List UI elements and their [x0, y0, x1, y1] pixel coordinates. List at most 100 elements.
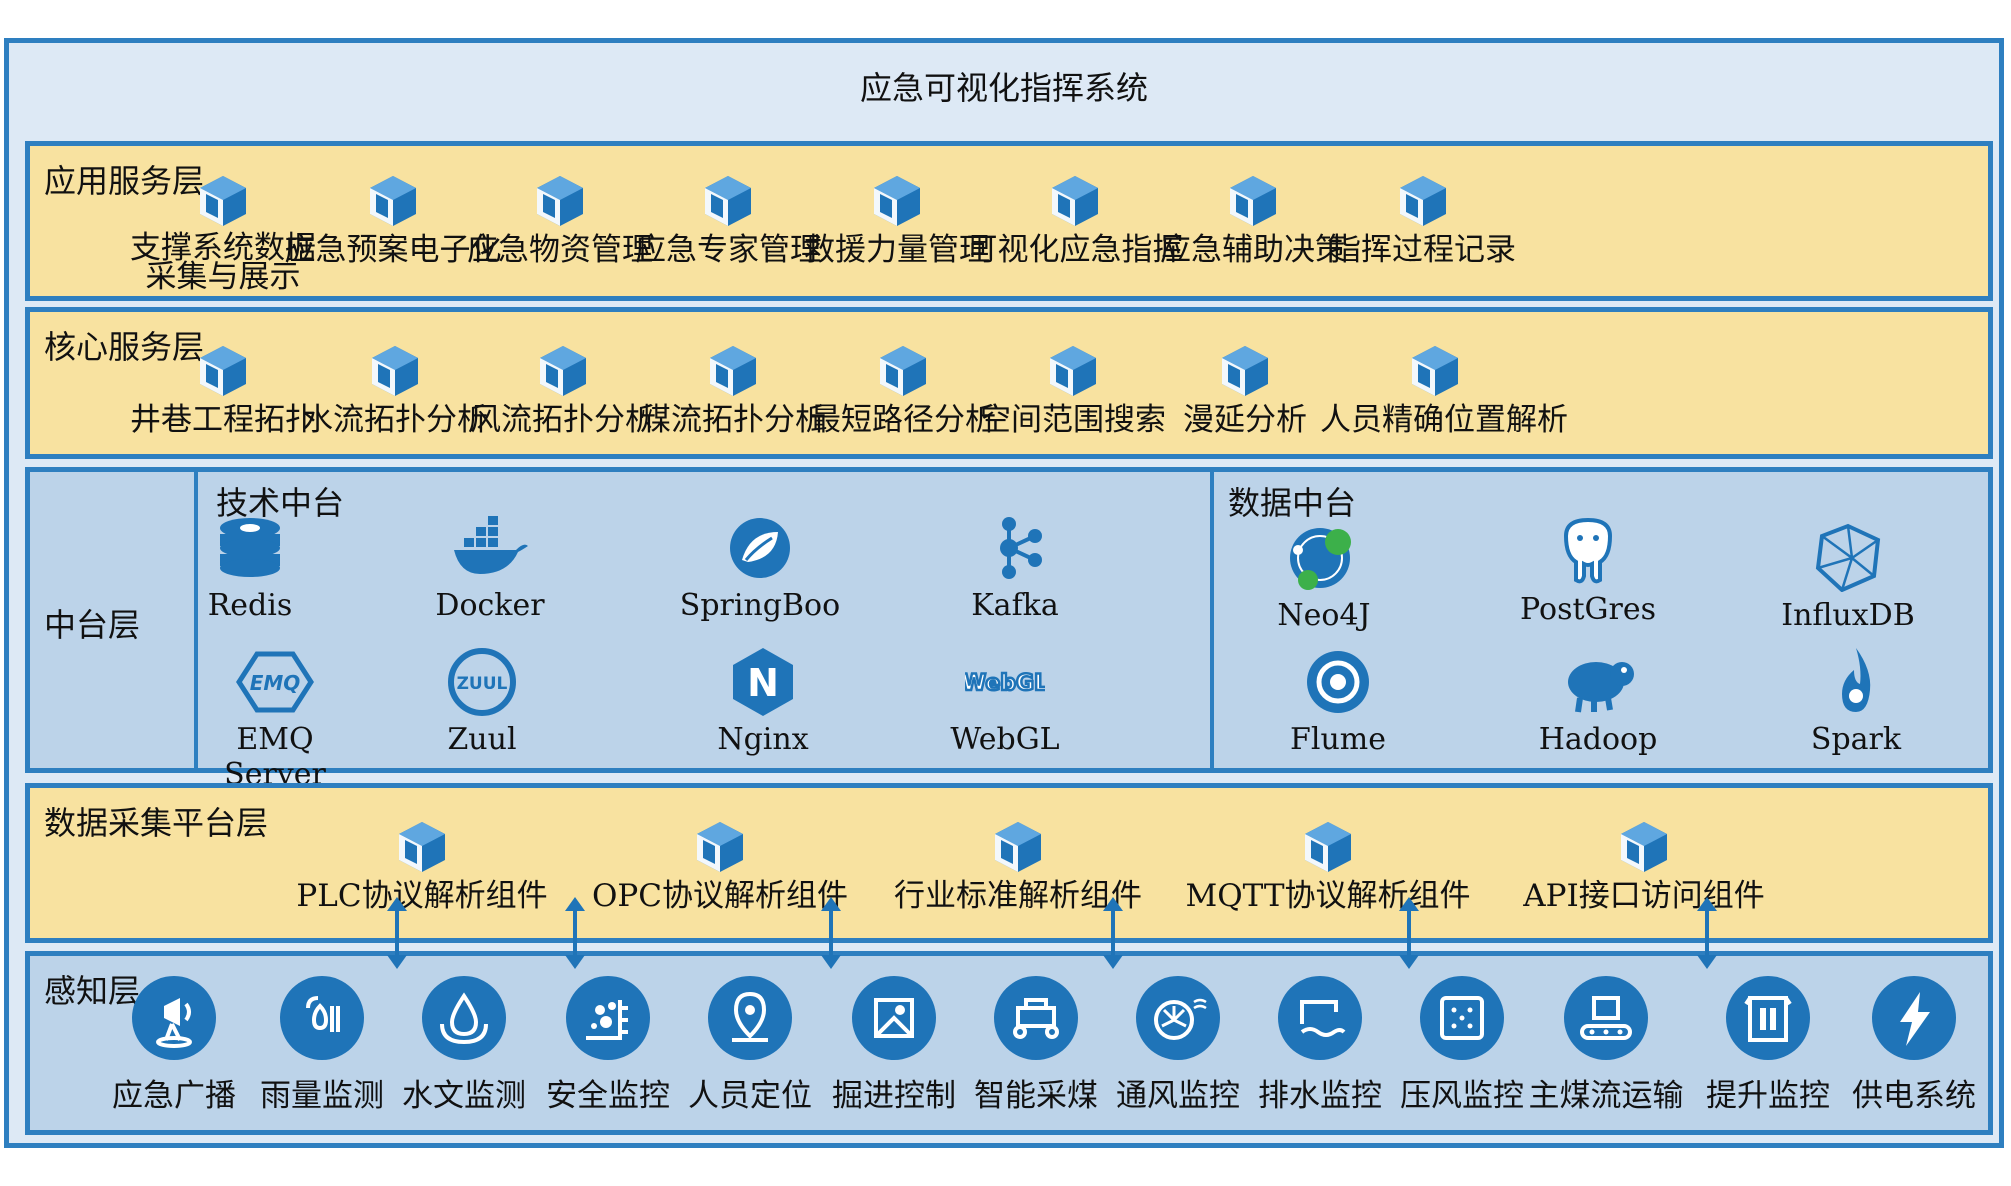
perception-item: 压风监控 [1392, 976, 1532, 1115]
tech-item-label: WebGL [950, 722, 1060, 757]
zuul-icon: ZUUL [448, 648, 516, 716]
data-collection-layer: 数据采集平台层 PLC协议解析组件 OPC协议解析组件 行业标准解析组件 MQTT协议… [25, 783, 1993, 943]
perception-item-label: 提升监控 [1706, 1078, 1830, 1114]
cube-icon [1621, 822, 1667, 872]
cube-icon [372, 346, 418, 396]
perception-item-label: 人员定位 [688, 1078, 812, 1114]
cube-icon [399, 822, 445, 872]
postgres-icon [1563, 517, 1613, 584]
middle-layer-label-cell: 中台层 [30, 472, 198, 768]
layer-title: 数据采集平台层 [44, 804, 269, 842]
app-service-label: 应急专家管理 [635, 232, 821, 268]
perception-item-label: 排水监控 [1258, 1078, 1382, 1114]
perception-item-label: 雨量监测 [260, 1078, 384, 1114]
core-service-label: 最短路径分析 [810, 402, 996, 438]
water-icon [422, 976, 506, 1060]
cube-icon [200, 346, 246, 396]
collection-component-item: API接口访问组件 [1494, 820, 1794, 913]
core-service-item: 风流拓扑分析 [448, 344, 678, 437]
spring-icon [730, 518, 790, 578]
kafka-tech-item: Kafka [925, 512, 1105, 623]
docker-icon [454, 516, 528, 574]
data-item-label: Spark [1810, 722, 1902, 757]
cube-icon [705, 176, 751, 226]
perception-item-label: 供电系统 [1852, 1078, 1976, 1114]
collection-component-label: PLC协议解析组件 [296, 878, 548, 914]
tech-item-label: Docker [435, 588, 545, 623]
perception-item: 掘进控制 [824, 976, 964, 1115]
kafka-icon [1000, 517, 1042, 579]
collection-component-label: MQTT协议解析组件 [1185, 878, 1471, 914]
drainage-icon [1278, 976, 1362, 1060]
perception-item: 供电系统 [1844, 976, 1984, 1115]
app-service-item: 支撑系统数据 采集与展示 [108, 174, 338, 293]
collection-component-item: PLC协议解析组件 [272, 820, 572, 913]
bidirectional-arrow [563, 897, 587, 969]
data-platform-title: 数据中台 [1228, 484, 1357, 522]
cube-icon [874, 176, 920, 226]
app-service-item: 可视化应急指挥 [960, 174, 1190, 267]
perception-item-label: 水文监测 [402, 1078, 526, 1114]
lightning-icon [1872, 976, 1956, 1060]
core-service-item: 人员精确位置解析 [1320, 344, 1568, 437]
app-service-label: 可视化应急指挥 [966, 232, 1184, 268]
tech-item-label: SpringBoo [679, 588, 841, 623]
conveyor-icon [1564, 976, 1648, 1060]
perception-item-label: 掘进控制 [832, 1078, 956, 1114]
app-service-label: 应急物资管理 [467, 232, 653, 268]
system-title: 应急可视化指挥系统 [859, 69, 1148, 107]
data-item-label: InfluxDB [1781, 598, 1915, 633]
redis-tech-item: Redis [160, 512, 340, 623]
broadcast-icon [132, 976, 216, 1060]
core-service-item: 煤流拓扑分析 [618, 344, 848, 437]
perception-item: 智能采煤 [966, 976, 1106, 1115]
cube-icon [1305, 822, 1351, 872]
hoist-icon [1726, 976, 1810, 1060]
location-pin-icon [708, 976, 792, 1060]
flume-icon [1307, 651, 1369, 713]
collection-component-item: 行业标准解析组件 [868, 820, 1168, 913]
collection-component-label: 行业标准解析组件 [894, 878, 1142, 914]
app-service-item: 指挥过程记录 [1308, 174, 1538, 267]
app-service-layer: 应用服务层 支撑系统数据 采集与展示应急预案电子化应急物资管理应急专家管理救援力… [25, 141, 1993, 301]
app-service-label: 指挥过程记录 [1330, 232, 1516, 268]
perception-item-label: 安全监控 [546, 1078, 670, 1114]
bidirectional-arrow [1101, 897, 1125, 969]
svg-text:N: N [747, 661, 779, 705]
influxdb-data-item: InfluxDB [1758, 522, 1938, 633]
neo4j-data-item: Neo4J [1234, 522, 1414, 633]
bidirectional-arrow [1397, 897, 1421, 969]
cube-icon [1050, 346, 1096, 396]
neo4j-icon [1290, 528, 1351, 590]
app-service-item: 应急辅助决策 [1138, 174, 1368, 267]
perception-item-label: 主煤流运输 [1528, 1078, 1684, 1114]
core-service-label: 漫延分析 [1183, 402, 1307, 438]
system-frame: 应急可视化指挥系统 应用服务层 支撑系统数据 采集与展示应急预案电子化应急物资管… [4, 38, 2004, 1148]
core-service-label: 水流拓扑分析 [302, 402, 488, 438]
svg-text:EMQ: EMQ [250, 671, 301, 695]
platform-divider [1210, 472, 1214, 768]
bidirectional-arrow [1695, 897, 1719, 969]
cube-icon [880, 346, 926, 396]
layer-title: 核心服务层 [44, 328, 205, 366]
perception-item: 应急广播 [104, 976, 244, 1115]
influxdb-icon [1815, 523, 1881, 592]
perception-item-label: 智能采煤 [974, 1078, 1098, 1114]
emq-icon: EMQ [236, 651, 314, 713]
app-service-item: 应急预案电子化 [278, 174, 508, 267]
cube-icon [1400, 176, 1446, 226]
cube-icon [1412, 346, 1458, 396]
cube-icon [710, 346, 756, 396]
app-service-label: 救援力量管理 [804, 232, 990, 268]
tech-item-label: Redis [207, 588, 293, 623]
perception-item-label: 通风监控 [1116, 1078, 1240, 1114]
spark-data-item: Spark [1766, 646, 1946, 757]
docker-tech-item: Docker [400, 512, 580, 623]
safety-icon [566, 976, 650, 1060]
data-item-label: PostGres [1520, 592, 1656, 627]
hadoop-data-item: Hadoop [1508, 646, 1688, 757]
collection-component-label: OPC协议解析组件 [592, 878, 848, 914]
